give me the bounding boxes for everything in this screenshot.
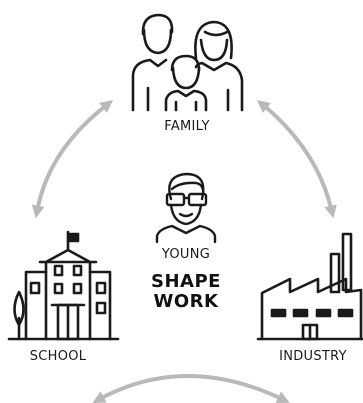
- industry-label: INDUSTRY: [279, 349, 347, 364]
- center-title-line-2: WORK: [153, 291, 219, 312]
- center-title-line-1: SHAPE: [151, 271, 221, 292]
- arrow-family-school: [31, 100, 114, 219]
- family-icon: [131, 13, 244, 112]
- center-title: SHAPE WORK: [131, 272, 241, 312]
- school-icon: [7, 230, 120, 341]
- family-label: FAMILY: [164, 119, 210, 134]
- young-label: YOUNG: [161, 247, 211, 262]
- arrow-family-industry: [257, 99, 337, 219]
- young-person-icon: [155, 172, 217, 244]
- school-label: SCHOOL: [29, 349, 87, 364]
- arrow-school-industry: [92, 374, 290, 403]
- factory-icon: [256, 232, 363, 341]
